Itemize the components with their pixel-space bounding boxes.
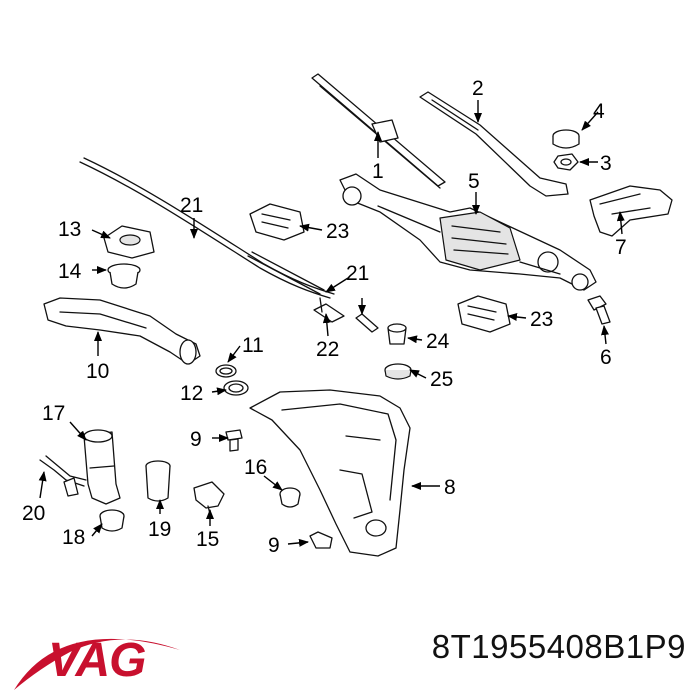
callout-24: 24 (426, 330, 450, 353)
callout-9-lower: 9 (268, 534, 280, 557)
callout-10: 10 (86, 360, 109, 383)
part-o-ring-upper (215, 364, 237, 378)
callout-14: 14 (58, 260, 82, 283)
callout-15: 15 (196, 528, 219, 551)
callout-5: 5 (468, 170, 480, 193)
callout-23-upper: 23 (326, 220, 349, 243)
callout-17: 17 (42, 402, 65, 425)
part-nut (553, 153, 579, 171)
callout-21-upper: 21 (180, 194, 203, 217)
callout-7: 7 (615, 236, 627, 259)
callout-25: 25 (430, 368, 453, 391)
vag-logo: VAG (14, 634, 180, 690)
callout-20: 20 (22, 502, 45, 525)
callout-3: 3 (600, 152, 612, 175)
part-washer-nozzle-right (457, 295, 511, 333)
part-cap (552, 129, 580, 149)
leader-lines (38, 100, 625, 547)
part-grommet (387, 323, 407, 345)
part-bolt-upper (225, 429, 243, 452)
callout-23-lower: 23 (530, 308, 553, 331)
part-washer-hose-lower (247, 251, 325, 295)
callout-numbers: 1 2 3 4 5 6 7 8 9 9 10 11 12 13 14 15 16… (22, 77, 627, 557)
part-connector (313, 297, 345, 323)
part-washer-pump (83, 429, 121, 505)
part-filter (145, 460, 171, 502)
part-filler-seal (107, 263, 141, 289)
part-bolt (587, 295, 611, 325)
part-wiper-linkage-motor (339, 173, 597, 291)
callout-16: 16 (244, 456, 267, 479)
part-plug (279, 487, 301, 508)
part-number: 8T1955408B1P9 (431, 628, 686, 665)
part-filler-neck (43, 297, 201, 365)
part-bracket (589, 185, 673, 237)
part-pin (355, 313, 379, 333)
callout-19: 19 (148, 518, 171, 541)
callout-13: 13 (58, 218, 81, 241)
part-pump-hose (39, 455, 87, 497)
part-bolt-lower (309, 531, 333, 549)
part-pump-grommet (99, 509, 125, 532)
part-o-ring-lower (223, 380, 249, 396)
part-filler-cover (103, 225, 155, 259)
callout-21-lower: 21 (346, 262, 369, 285)
part-reservoir-cap (384, 363, 412, 380)
callout-18: 18 (62, 526, 85, 549)
part-washer-hose-upper (79, 157, 335, 299)
callout-6: 6 (600, 346, 612, 369)
part-washer-nozzle-left (249, 203, 305, 241)
callout-9-upper: 9 (190, 428, 202, 451)
callout-1: 1 (372, 160, 384, 183)
callout-12: 12 (180, 382, 203, 405)
part-wiper-arm (419, 91, 569, 197)
callout-11: 11 (242, 334, 264, 357)
part-level-sensor (193, 481, 225, 515)
callout-8: 8 (444, 476, 456, 499)
part-washer-reservoir (249, 389, 411, 557)
callout-2: 2 (472, 77, 484, 100)
callout-22: 22 (316, 338, 339, 361)
vag-logo-text: VAG (48, 634, 145, 687)
callout-4: 4 (593, 100, 605, 123)
